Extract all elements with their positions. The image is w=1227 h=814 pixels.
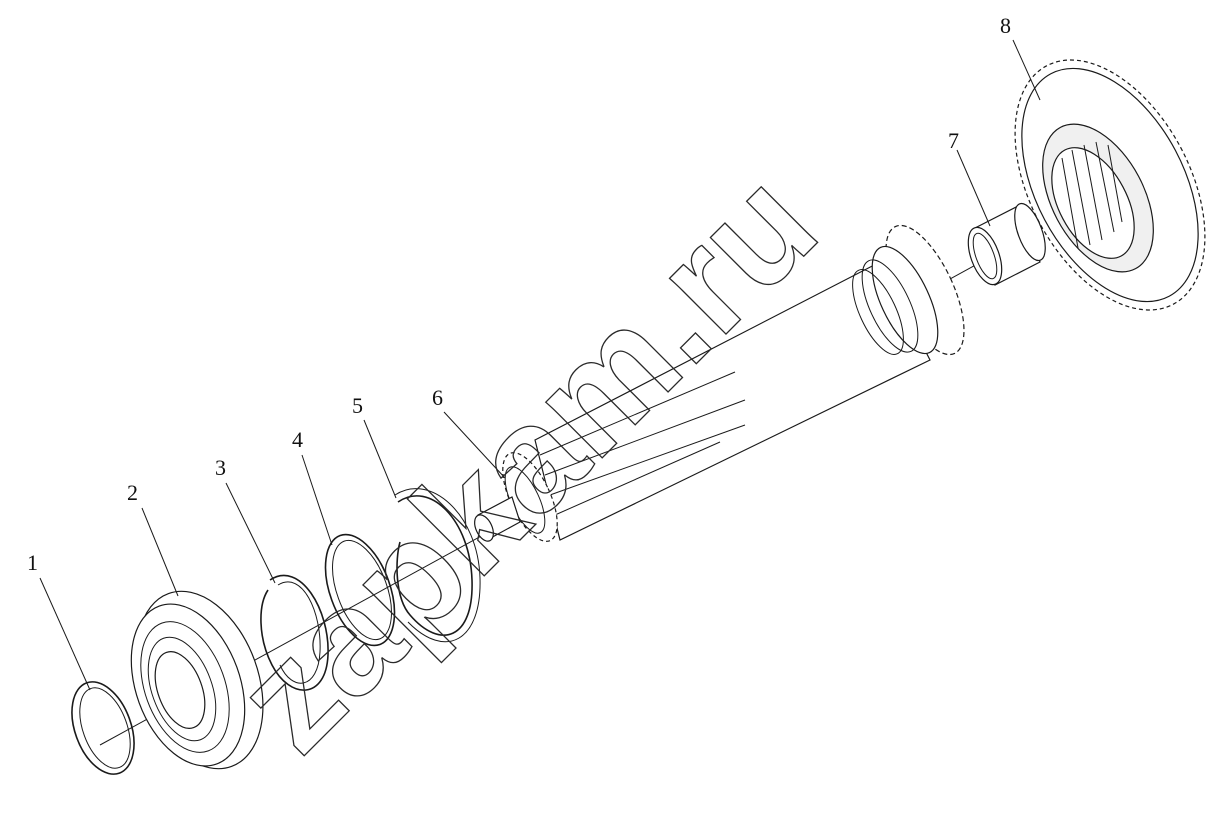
part-3-snap-ring — [260, 574, 329, 691]
part-number-8: 8 — [1000, 13, 1011, 38]
part-number-1: 1 — [27, 550, 38, 575]
part-6-splined-shaft — [474, 224, 965, 542]
leader-lines — [39, 39, 1041, 691]
part-number-6: 6 — [432, 385, 443, 410]
watermark: zapkam.ru — [204, 139, 847, 782]
part-5-snap-ring — [394, 488, 481, 643]
part-4-ring — [324, 533, 396, 647]
part-number-4: 4 — [292, 427, 303, 452]
part-2-ball-bearing — [130, 590, 264, 770]
part-1-ring — [71, 681, 135, 775]
part-number-3: 3 — [215, 455, 226, 480]
part-8-gear — [1014, 59, 1206, 311]
part-7-bushing — [967, 202, 1046, 286]
part-number-7: 7 — [948, 128, 959, 153]
part-number-5: 5 — [352, 393, 363, 418]
part-number-2: 2 — [127, 480, 138, 505]
